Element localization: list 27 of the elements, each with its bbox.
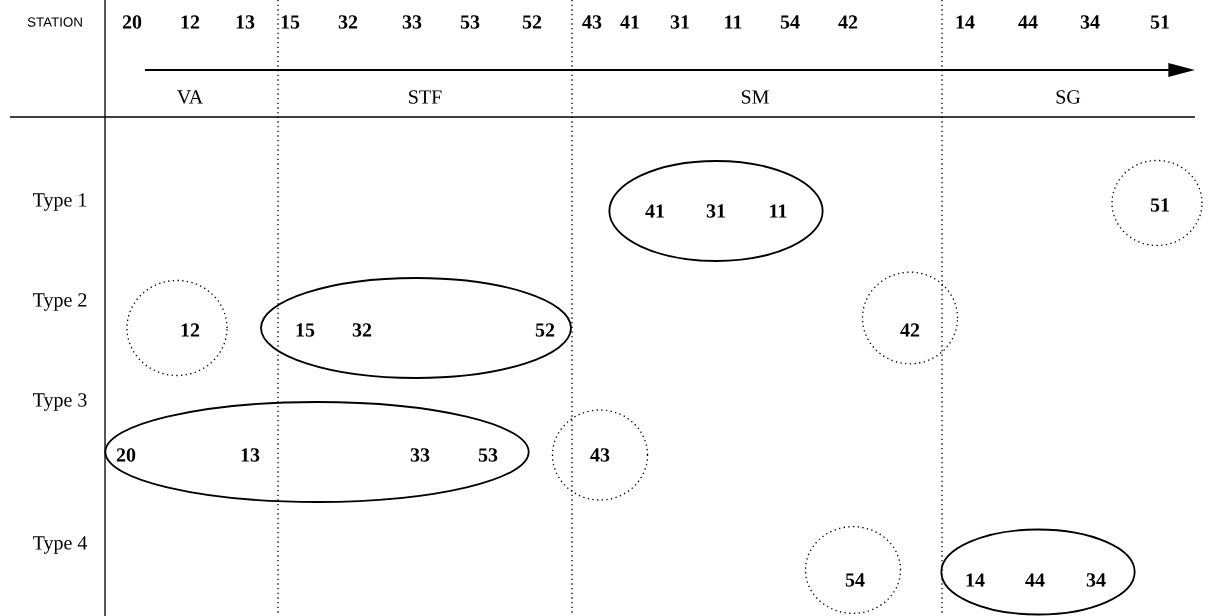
- station-header: STATION: [27, 17, 82, 27]
- row-label: Type 1: [33, 193, 87, 211]
- station-number: 12: [181, 15, 200, 29]
- station-number: 13: [236, 15, 255, 29]
- row-label: Type 3: [33, 393, 87, 411]
- station-number: 52: [522, 15, 542, 29]
- station-number: 54: [780, 15, 800, 29]
- station-number: 53: [460, 15, 480, 29]
- station-number: 42: [838, 15, 858, 29]
- station-number: 32: [338, 15, 358, 29]
- station-number: 34: [1080, 15, 1100, 29]
- row-label: Type 4: [33, 536, 88, 554]
- station-number: 51: [1150, 15, 1169, 29]
- zone-label: SG: [1056, 90, 1081, 104]
- station-number: 11: [725, 15, 742, 29]
- zone-label: VA: [177, 90, 204, 104]
- station-number: 43: [582, 15, 602, 29]
- zone-label: SM: [741, 90, 769, 104]
- station-number: 44: [1018, 15, 1038, 29]
- station-number: 41: [620, 15, 639, 29]
- station-number: 31: [670, 15, 689, 29]
- station-number: 33: [402, 15, 422, 29]
- station-number: 15: [281, 15, 300, 29]
- station-number: 14: [956, 15, 975, 29]
- row-label: Type 2: [33, 293, 87, 311]
- station-number: 20: [122, 15, 142, 29]
- zone-label: STF: [409, 90, 442, 104]
